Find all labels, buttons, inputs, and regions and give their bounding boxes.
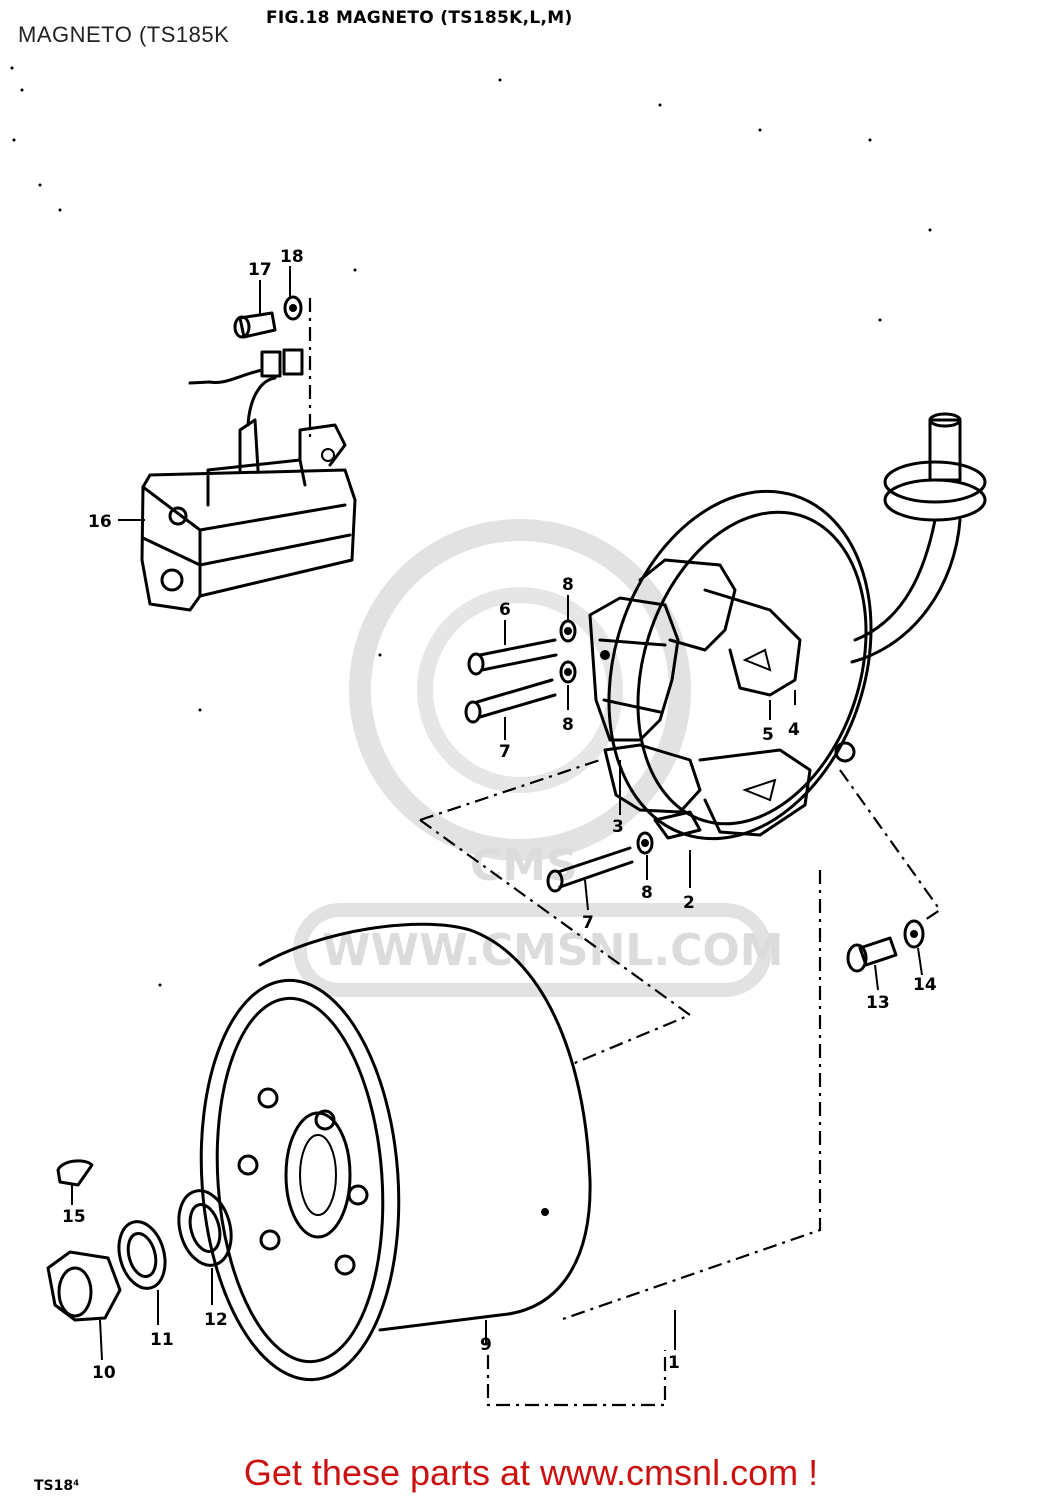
rotor-flywheel <box>199 922 592 1382</box>
callout-16: 16 <box>88 512 112 532</box>
callout-18: 18 <box>280 247 304 267</box>
watermark-logo-text: CMS <box>470 840 578 891</box>
screw-13 <box>846 936 898 973</box>
stator-base-plate <box>607 412 987 841</box>
diagram-code: TS18⁴ <box>34 1478 80 1494</box>
bolt-17 <box>233 311 277 339</box>
buy-parts-link[interactable]: Get these parts at www.cmsnl.com ! <box>243 1452 819 1493</box>
callouts: 1 2 3 4 5 6 7 7 8 8 8 9 10 11 12 13 14 1… <box>62 247 937 1383</box>
nut-10 <box>46 1250 122 1322</box>
callout-5: 5 <box>762 725 774 745</box>
woodruff-key-15 <box>56 1159 94 1187</box>
callout-7b: 7 <box>582 913 594 933</box>
callout-8b: 8 <box>562 715 574 735</box>
page-title: MAGNETO (TS185K <box>18 22 230 47</box>
watermark: CMS WWW.CMSNL.COM <box>293 519 784 997</box>
callout-11: 11 <box>150 1330 174 1350</box>
callout-6: 6 <box>499 600 511 620</box>
leader-lines <box>71 266 923 1361</box>
callout-4: 4 <box>788 720 800 740</box>
callout-17: 17 <box>248 260 272 280</box>
callout-13: 13 <box>866 993 890 1013</box>
scan-noise <box>10 66 932 987</box>
callout-8a: 8 <box>562 575 574 595</box>
callout-7a: 7 <box>499 742 511 762</box>
callout-9: 9 <box>480 1335 492 1355</box>
assembly-lines <box>308 298 942 1407</box>
washer-12 <box>177 1189 233 1267</box>
callout-1: 1 <box>668 1353 680 1373</box>
washer-14 <box>903 919 925 949</box>
screws-and-washers <box>464 619 654 893</box>
callout-8c: 8 <box>641 883 653 903</box>
callout-15: 15 <box>62 1207 86 1227</box>
callout-2: 2 <box>683 893 695 913</box>
callout-10: 10 <box>92 1363 116 1383</box>
callout-3: 3 <box>612 817 624 837</box>
watermark-url: WWW.CMSNL.COM <box>322 925 784 976</box>
callout-12: 12 <box>204 1310 228 1330</box>
washer-18 <box>283 295 303 321</box>
ignition-coil-unit <box>140 348 357 612</box>
figure-title: FIG.18 MAGNETO (TS185K,L,M) <box>266 8 573 28</box>
callout-14: 14 <box>913 975 937 995</box>
stator-coils <box>588 558 812 840</box>
lock-washer-11 <box>117 1220 167 1290</box>
